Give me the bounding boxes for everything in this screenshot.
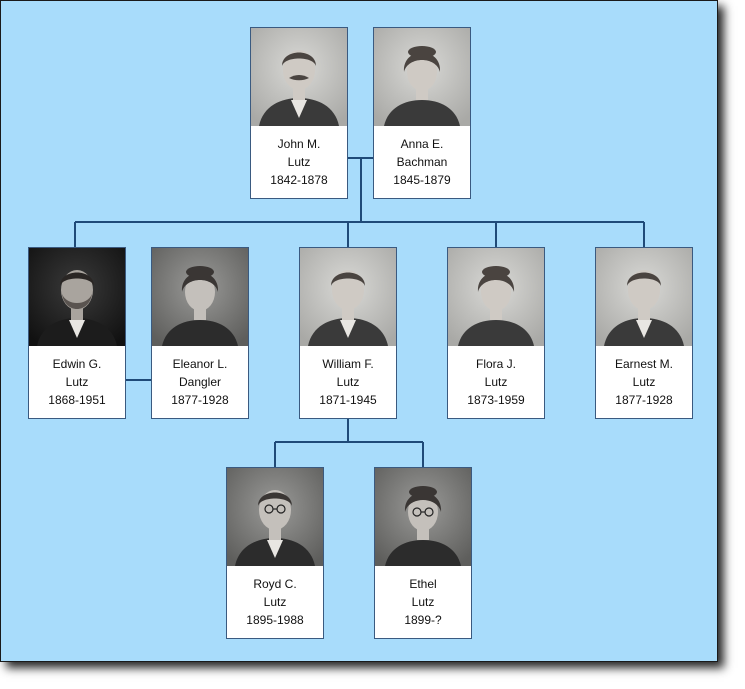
person-years: 1877-1928 <box>615 393 673 407</box>
person-first-name: Earnest M. <box>614 357 674 371</box>
person-years: 1845-1879 <box>393 173 451 187</box>
person-years: 1899-? <box>404 613 442 627</box>
person-first-name: Royd C. <box>253 577 297 591</box>
person-last-name: Lutz <box>287 155 311 169</box>
person-card-eleanor: Eleanor L. Dangler 1877-1928 <box>151 247 249 419</box>
person-card-royd: Royd C. Lutz 1895-1988 <box>226 467 324 639</box>
portrait-man-beard-icon <box>29 248 125 346</box>
person-last-name: Bachman <box>396 155 448 169</box>
person-last-name: Lutz <box>336 375 360 389</box>
person-last-name: Lutz <box>411 595 435 609</box>
person-card-john: John M. Lutz 1842-1878 <box>250 27 348 199</box>
person-years: 1842-1878 <box>270 173 328 187</box>
tree-connectors <box>74 157 645 467</box>
person-first-name: William F. <box>322 357 374 371</box>
person-card-flora: Flora J. Lutz 1873-1959 <box>447 247 545 419</box>
person-first-name: Eleanor L. <box>172 357 228 371</box>
person-last-name: Lutz <box>632 375 656 389</box>
person-first-name: Flora J. <box>475 357 516 371</box>
person-last-name: Lutz <box>65 375 89 389</box>
portrait-man-glasses-icon <box>227 468 323 566</box>
person-years: 1895-1988 <box>246 613 304 627</box>
person-years: 1877-1928 <box>171 393 229 407</box>
person-card-anna: Anna E. Bachman 1845-1879 <box>373 27 471 199</box>
person-card-ethel: Ethel Lutz 1899-? <box>374 467 472 639</box>
portrait-man-icon <box>300 248 396 346</box>
family-tree-panel: John M. Lutz 1842-1878 Anna E. Bachman 1… <box>0 0 718 662</box>
person-first-name: John M. <box>277 137 321 151</box>
portrait-woman-icon <box>374 28 470 126</box>
person-last-name: Lutz <box>263 595 287 609</box>
person-first-name: Anna E. <box>400 137 444 151</box>
portrait-man-icon <box>596 248 692 346</box>
person-first-name: Ethel <box>409 577 437 591</box>
person-last-name: Lutz <box>484 375 508 389</box>
portrait-woman-icon <box>448 248 544 346</box>
person-last-name: Dangler <box>178 375 222 389</box>
person-years: 1873-1959 <box>467 393 525 407</box>
person-years: 1868-1951 <box>48 393 106 407</box>
person-years: 1871-1945 <box>319 393 377 407</box>
portrait-man-mustache-icon <box>251 28 347 126</box>
person-card-earnest: Earnest M. Lutz 1877-1928 <box>595 247 693 419</box>
person-card-edwin: Edwin G. Lutz 1868-1951 <box>28 247 126 419</box>
person-first-name: Edwin G. <box>52 357 102 371</box>
person-card-william: William F. Lutz 1871-1945 <box>299 247 397 419</box>
portrait-woman-icon <box>152 248 248 346</box>
portrait-woman-glasses-icon <box>375 468 471 566</box>
